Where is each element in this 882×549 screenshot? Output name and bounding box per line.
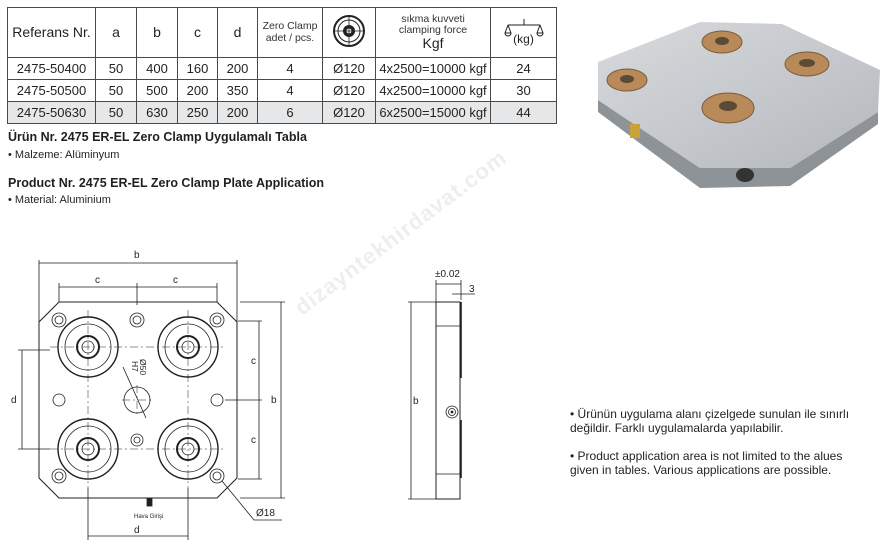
bore-fit: H7	[130, 361, 140, 372]
col-clamping-force: sıkma kuvveti clamping force Kgf	[375, 7, 491, 58]
step-dimension: 3	[469, 284, 475, 295]
mounting-holes	[51, 312, 225, 484]
cell-d: 200	[217, 101, 258, 124]
force-label-tr: sıkma kuvveti	[401, 13, 465, 26]
flatness-tolerance: ±0.02	[435, 269, 460, 280]
cell-c: 250	[177, 101, 218, 124]
force-unit: Kgf	[422, 35, 444, 52]
spec-table: Referans Nr. a b c d Zero Clamp adet / p…	[7, 7, 557, 124]
title-tr: Ürün Nr. 2475 ER-EL Zero Clamp Uygulamal…	[8, 130, 307, 144]
cell-d: 350	[217, 79, 258, 102]
note-en: • Product application area is not limite…	[570, 449, 843, 477]
dim-c-left: c	[95, 275, 100, 286]
force-label-en: clamping force	[398, 24, 468, 37]
material-en: • Material: Aluminium	[8, 194, 111, 206]
col-ref: Referans Nr.	[7, 7, 96, 58]
air-inlet-label: Hava Girişi	[134, 514, 163, 520]
bore-diameter: Ø50	[138, 359, 148, 375]
dim-c-right: c	[173, 275, 178, 286]
cell-force: 6x2500=15000 kgf	[375, 101, 491, 124]
cell-dia: Ø120	[322, 101, 376, 124]
dim-b-side: b	[413, 396, 419, 407]
dim-d-bottom: d	[134, 525, 140, 536]
cell-b: 400	[136, 57, 178, 80]
dim-hole-diameter: Ø18	[256, 508, 275, 519]
dim-c-lower: c	[251, 435, 256, 446]
cell-b: 630	[136, 101, 178, 124]
dim-b-right: b	[271, 395, 277, 406]
col-zero-clamp: Zero Clamp adet / pcs.	[257, 7, 323, 58]
col-d: d	[217, 7, 258, 58]
cell-pcs: 6	[257, 101, 323, 124]
clamp-diameter-icon	[333, 15, 365, 48]
title-en: Product Nr. 2475 ER-EL Zero Clamp Plate …	[8, 176, 325, 190]
dim-c-upper: c	[251, 356, 256, 367]
cell-kg: 44	[490, 101, 557, 124]
scale-icon	[503, 19, 544, 37]
table-header-row: Referans Nr. a b c d Zero Clamp adet / p…	[7, 7, 557, 58]
dim-d-left: d	[11, 395, 17, 406]
note-tr: • Ürünün uygulama alanı çizelgede sunula…	[570, 407, 850, 435]
material-tr: • Malzeme: Alüminyum	[8, 149, 120, 161]
cell-c: 200	[177, 79, 218, 102]
col-a: a	[95, 7, 137, 58]
dim-b-top: b	[134, 250, 140, 261]
weight-unit: (kg)	[513, 32, 534, 47]
